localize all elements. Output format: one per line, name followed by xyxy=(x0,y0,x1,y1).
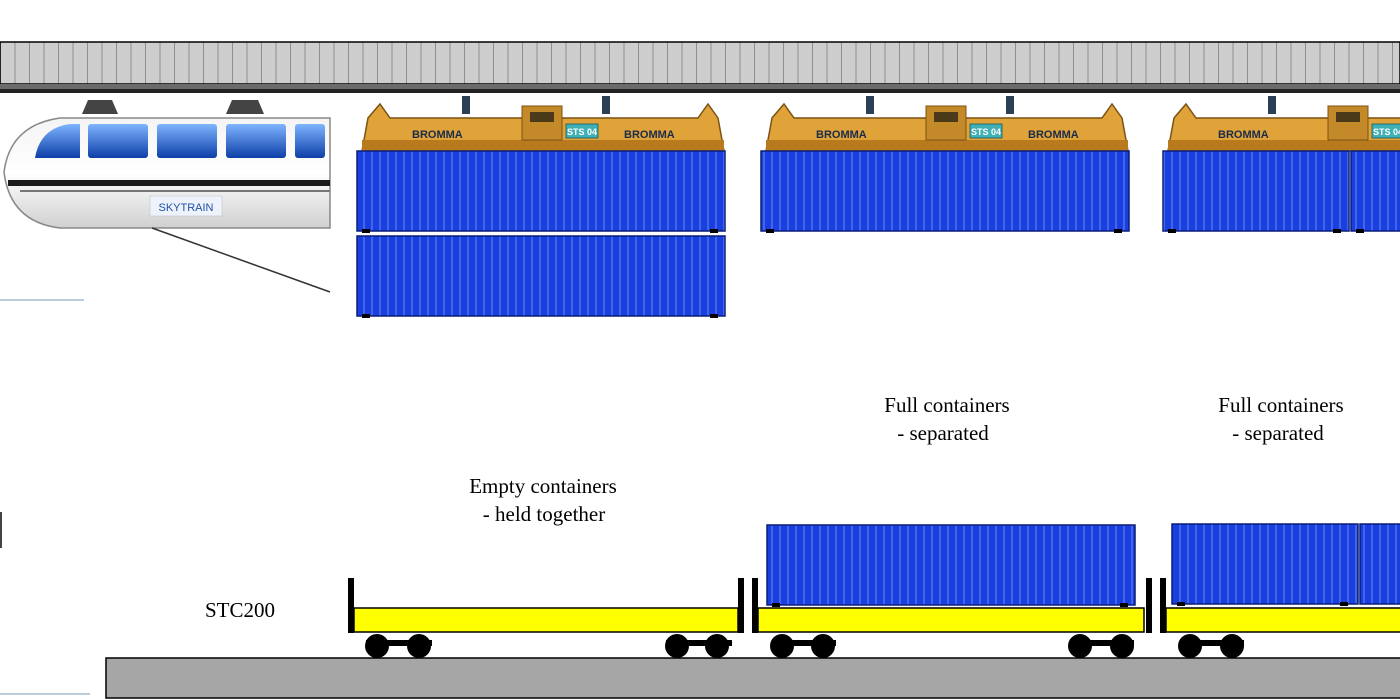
spreader-brand-left: BROMMA xyxy=(1218,129,1269,141)
wagon-container-full-b xyxy=(1171,523,1400,606)
spreader-brand-left: BROMMA xyxy=(412,129,463,141)
hanging-container-empty-bottom xyxy=(356,235,726,318)
wagon-full-b xyxy=(1160,578,1400,658)
svg-text:Empty containers: Empty containers xyxy=(469,474,617,498)
skytrain-vehicle: SKYTRAIN xyxy=(0,100,331,301)
svg-text:SKYTRAIN: SKYTRAIN xyxy=(158,202,213,214)
svg-text:Full containers: Full containers xyxy=(1218,393,1343,417)
wagon-full-a xyxy=(752,578,1152,658)
label-full-containers-a: Full containers - separated xyxy=(884,393,1009,445)
spreader-plate: STS 04 xyxy=(1373,127,1400,137)
wagon-container-full-a xyxy=(766,524,1136,607)
model-label: STC200 xyxy=(205,598,275,622)
label-empty-containers: Empty containers - held together xyxy=(469,474,617,526)
spreader-brand-right: BROMMA xyxy=(1028,129,1079,141)
guideway-beam xyxy=(0,41,1400,93)
svg-text:- held together: - held together xyxy=(483,502,605,526)
svg-text:Full containers: Full containers xyxy=(884,393,1009,417)
skytrain-logo: SKYTRAIN xyxy=(149,195,223,217)
hanging-container-empty-top xyxy=(356,150,726,233)
spreader-plate: STS 04 xyxy=(971,127,1001,137)
hanging-container-full-a xyxy=(760,150,1130,233)
ground-rail xyxy=(0,512,1400,699)
spreader-brand-right: BROMMA xyxy=(624,129,675,141)
spreader-2: BROMMA BROMMA STS 04 xyxy=(765,96,1129,152)
wagon-empty xyxy=(348,578,744,658)
svg-text:- separated: - separated xyxy=(897,421,989,445)
spreader-plate: STS 04 xyxy=(567,127,597,137)
svg-text:- separated: - separated xyxy=(1232,421,1324,445)
spreader-brand-left: BROMMA xyxy=(816,129,867,141)
label-full-containers-b: Full containers - separated xyxy=(1218,393,1343,445)
spreader-1: BROMMA BROMMA STS 04 xyxy=(361,96,725,152)
hanging-container-full-b xyxy=(1162,150,1400,233)
